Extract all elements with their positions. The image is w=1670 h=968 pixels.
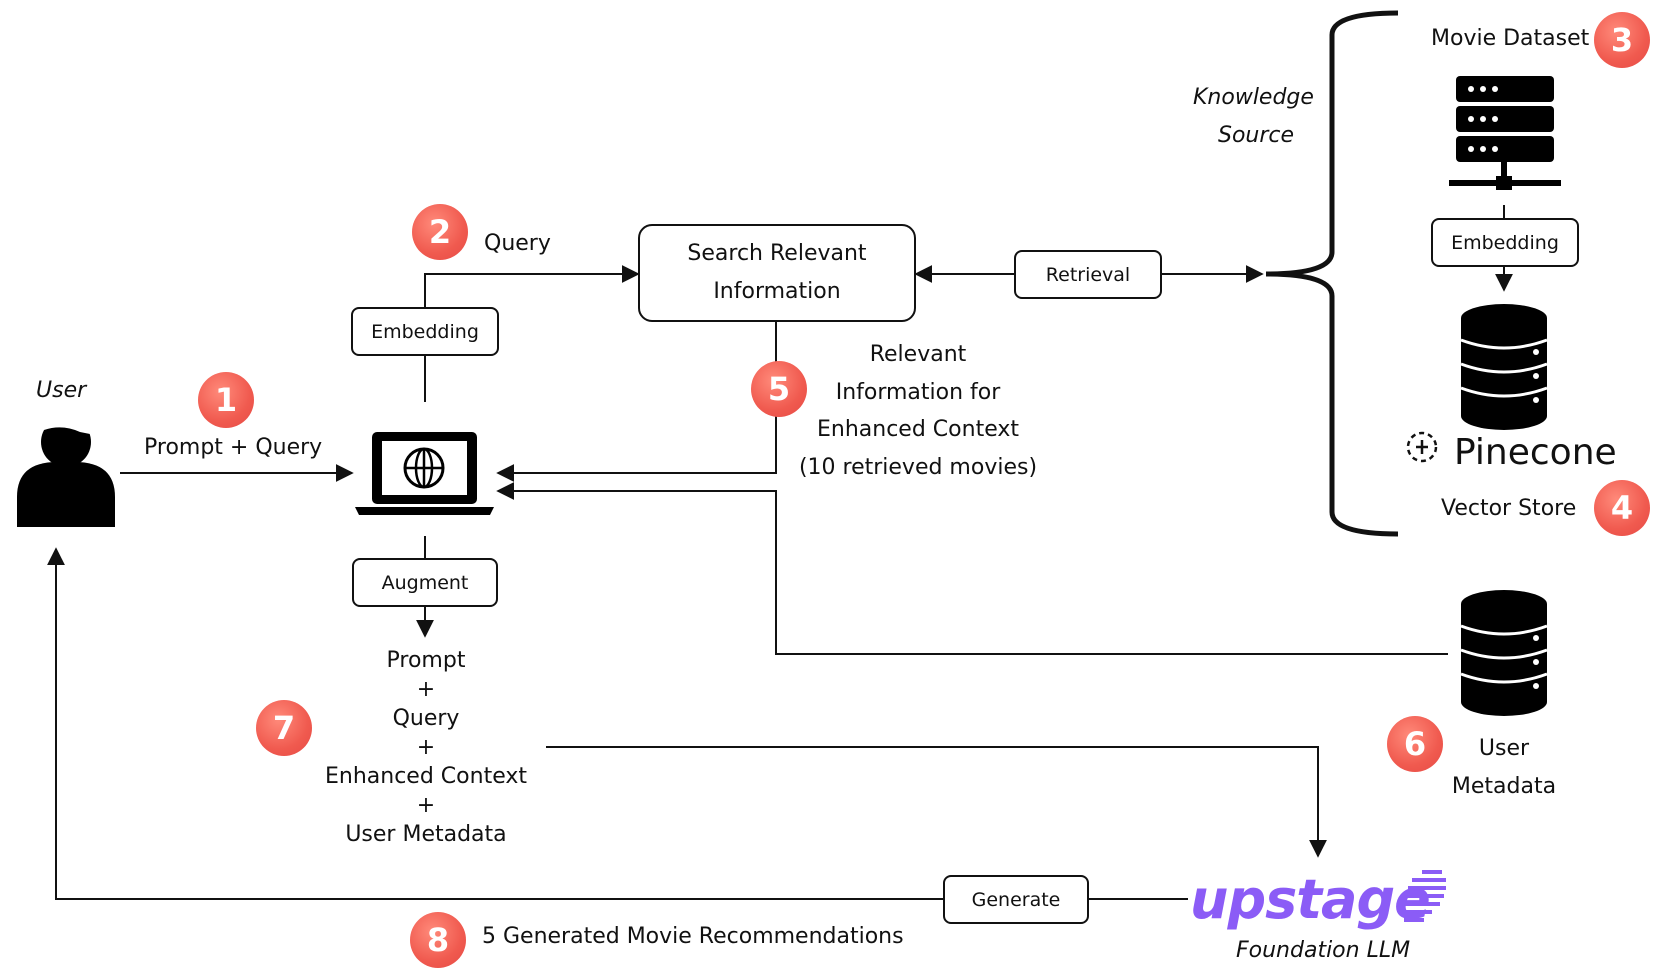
knowledge-source-label-1: Knowledge bbox=[1193, 85, 1314, 110]
step-badge-4: 4 bbox=[1594, 480, 1650, 536]
user-metadata-line-2: Metadata bbox=[1451, 774, 1557, 799]
search-box-line-2: Information bbox=[713, 279, 841, 304]
relevant-info-label: Relevant Information for Enhanced Contex… bbox=[790, 336, 1046, 486]
augmented-prompt-stack: Prompt + Query + Enhanced Context + User… bbox=[306, 646, 546, 849]
foundation-llm-label: Foundation LLM bbox=[1236, 938, 1411, 963]
search-relevant-info-box: Search Relevant Information bbox=[638, 224, 916, 322]
user-label: User bbox=[36, 378, 87, 403]
upstage-logo-icon bbox=[1404, 870, 1446, 922]
pinecone-logo-icon bbox=[1406, 431, 1438, 463]
step-badge-2: 2 bbox=[412, 204, 468, 260]
augmented-prompt: Prompt bbox=[386, 648, 466, 673]
arrow-search-to-laptop bbox=[496, 322, 777, 482]
embedding-box-left: Embedding bbox=[351, 307, 499, 356]
knowledge-source-label-2: Source bbox=[1218, 123, 1295, 148]
relevant-info-line-4: (10 retrieved movies) bbox=[798, 454, 1038, 480]
step-badge-5: 5 bbox=[751, 361, 807, 417]
laptop-globe-icon bbox=[355, 432, 494, 515]
user-icon bbox=[17, 413, 115, 527]
upstage-wordmark: upstage bbox=[1190, 868, 1431, 931]
augmented-plus-1: + bbox=[416, 677, 436, 702]
query-label: Query bbox=[484, 231, 551, 256]
step-badge-7: 7 bbox=[256, 700, 312, 756]
arrow-generate-to-user bbox=[47, 547, 943, 900]
server-icon bbox=[1449, 76, 1561, 190]
arrow-metadata-to-laptop bbox=[496, 482, 1448, 655]
step-badge-8: 8 bbox=[410, 912, 466, 968]
step-badge-3: 3 bbox=[1594, 12, 1650, 68]
augmented-context: Enhanced Context bbox=[325, 764, 527, 789]
augmented-metadata: User Metadata bbox=[345, 822, 507, 847]
augmented-query: Query bbox=[392, 706, 460, 731]
arrow-embedding-to-search bbox=[424, 265, 640, 307]
relevant-info-line-3: Enhanced Context bbox=[817, 417, 1019, 442]
step-badge-6: 6 bbox=[1387, 716, 1443, 772]
embedding-box-right: Embedding bbox=[1431, 218, 1579, 267]
augment-box: Augment bbox=[352, 558, 498, 607]
generated-recommendations-label: 5 Generated Movie Recommendations bbox=[482, 924, 904, 949]
database-icon bbox=[1460, 304, 1548, 430]
user-metadata-label: User Metadata bbox=[1440, 730, 1568, 806]
vector-store-label: Vector Store bbox=[1441, 496, 1577, 521]
generate-box: Generate bbox=[943, 875, 1089, 924]
relevant-info-line-1: Relevant bbox=[869, 342, 967, 367]
retrieval-box: Retrieval bbox=[1014, 250, 1162, 299]
movie-dataset-label: Movie Dataset bbox=[1431, 26, 1590, 51]
search-box-line-1: Search Relevant bbox=[687, 241, 867, 266]
knowledge-source-brace bbox=[1265, 10, 1399, 537]
database-icon bbox=[1460, 590, 1548, 716]
augmented-plus-2: + bbox=[416, 735, 436, 760]
relevant-info-line-2: Information for bbox=[835, 379, 1001, 405]
user-metadata-line-1: User bbox=[1478, 736, 1530, 761]
step-badge-1: 1 bbox=[198, 372, 254, 428]
pinecone-wordmark: Pinecone bbox=[1454, 432, 1617, 473]
prompt-query-label: Prompt + Query bbox=[144, 435, 323, 460]
arrow-prompt-to-llm bbox=[546, 746, 1327, 858]
augmented-plus-3: + bbox=[416, 793, 436, 818]
